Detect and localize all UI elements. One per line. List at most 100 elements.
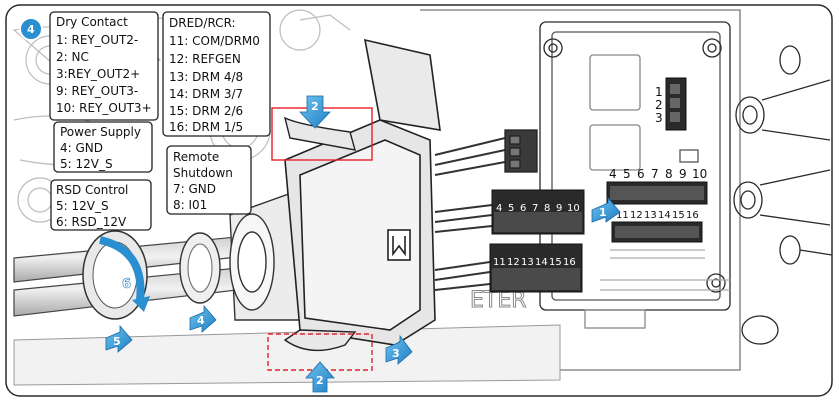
- socket-pin-8: 8: [665, 167, 673, 181]
- lower-terminal-plug: 11 12 13 14 15 16: [434, 243, 583, 293]
- step-arrow-2-top-number: 2: [311, 100, 319, 113]
- plug-pin-10: 10: [567, 203, 580, 214]
- svg-text:14: 14: [658, 210, 671, 221]
- socket-pin-11: 11: [616, 210, 629, 221]
- small-plug: [434, 129, 538, 176]
- step-badge-number: 4: [27, 23, 35, 36]
- step-arrow-3: 3: [385, 334, 413, 365]
- dred-rcr-box: DRED/RCR: 11: COM/DRM0 12: REFGEN 13: DR…: [162, 11, 271, 137]
- remote-shutdown-line-2: 8: I01: [173, 198, 207, 212]
- svg-text:13: 13: [644, 210, 657, 221]
- remote-shutdown-title-2: Shutdown: [173, 166, 233, 180]
- power-supply-line-1: 4: GND: [60, 141, 103, 155]
- plug-pin-13: 13: [521, 257, 534, 268]
- dry-contact-line-5: 10: REY_OUT3+: [56, 101, 152, 115]
- plug-pin-15: 15: [549, 257, 562, 268]
- plug-pin-16: 16: [563, 257, 576, 268]
- svg-text:13: 13: [521, 257, 534, 268]
- dry-contact-line-3: 3:REY_OUT2+: [56, 67, 140, 81]
- dry-contact-line-2: 2: NC: [56, 50, 89, 64]
- cable-nut: [82, 230, 150, 320]
- svg-text:10: 10: [692, 167, 707, 181]
- dry-contact-title: Dry Contact: [56, 15, 128, 29]
- socket-pin-16: 16: [686, 210, 699, 221]
- power-supply-title: Power Supply: [60, 125, 141, 139]
- dry-contact-box: Dry Contact 1: REY_OUT2- 2: NC 3:REY_OUT…: [49, 11, 159, 121]
- dred-rcr-line-6: 16: DRM 1/5: [169, 120, 243, 134]
- svg-text:9: 9: [679, 167, 687, 181]
- svg-text:3: 3: [655, 111, 663, 125]
- plug-pin-6: 6: [520, 203, 526, 214]
- svg-text:15: 15: [672, 210, 685, 221]
- step-arrow-3-number: 3: [392, 347, 400, 360]
- seal-ring: [179, 232, 221, 304]
- remote-shutdown-line-1: 7: GND: [173, 182, 216, 196]
- right-dc-connectors: [733, 45, 833, 345]
- rsd-control-line-2: 6: RSD_12V: [56, 215, 127, 229]
- socket-pin-2: 2: [655, 98, 663, 112]
- step-arrow-4-number: 4: [197, 314, 205, 327]
- dred-rcr-line-4: 14: DRM 3/7: [169, 87, 243, 101]
- svg-text:1: 1: [655, 85, 663, 99]
- dred-rcr-title: DRED/RCR:: [169, 16, 236, 30]
- svg-text:7: 7: [651, 167, 659, 181]
- socket-pin-10: 10: [692, 167, 707, 181]
- upper-terminal-plug: 4 5 6 7 8 9 10: [434, 189, 585, 235]
- plug-pin-12: 12: [507, 257, 520, 268]
- svg-text:15: 15: [549, 257, 562, 268]
- step-arrow-2-bottom: 2: [305, 361, 335, 393]
- dred-rcr-line-5: 15: DRM 2/6: [169, 104, 243, 118]
- power-supply-line-2: 5: 12V_S: [60, 157, 113, 171]
- dred-rcr-line-3: 13: DRM 4/8: [169, 70, 243, 84]
- socket-lower-block: 11 12 13 14 15 16: [610, 210, 705, 259]
- svg-text:12: 12: [507, 257, 520, 268]
- socket-pin-7: 7: [651, 167, 659, 181]
- socket-pin-12: 12: [630, 210, 643, 221]
- svg-text:16: 16: [563, 257, 576, 268]
- step-arrow-1-number: 1: [599, 206, 607, 219]
- rsd-control-title: RSD Control: [56, 183, 128, 197]
- step-arrow-1: 1: [591, 196, 621, 223]
- remote-shutdown-title-1: Remote: [173, 150, 219, 164]
- socket-pin-3: 3: [655, 111, 663, 125]
- step-arrow-2-top: 2: [299, 95, 331, 129]
- plug-pin-14: 14: [535, 257, 548, 268]
- rsd-control-box: RSD Control 5: 12V_S 6: RSD_12V: [50, 179, 152, 231]
- socket-pin-9: 9: [679, 167, 687, 181]
- svg-text:10: 10: [567, 203, 580, 214]
- svg-text:8: 8: [544, 203, 550, 214]
- svg-text:5: 5: [623, 167, 631, 181]
- svg-text:6: 6: [520, 203, 526, 214]
- svg-text:6: 6: [637, 167, 645, 181]
- svg-text:14: 14: [535, 257, 548, 268]
- socket-pin-1: 1: [655, 85, 663, 99]
- dred-rcr-line-2: 12: REFGEN: [169, 52, 241, 66]
- dry-contact-line-1: 1: REY_OUT2-: [56, 33, 138, 47]
- socket-upper-block: 4 5 6 7 8 9 10: [606, 167, 708, 205]
- svg-text:4: 4: [496, 203, 502, 214]
- plug-pin-4: 4: [496, 203, 502, 214]
- rsd-control-line-1: 5: 12V_S: [56, 199, 109, 213]
- plug-pin-9: 9: [556, 203, 562, 214]
- step-arrow-5: 5: [105, 324, 133, 353]
- socket-pin-5: 5: [623, 167, 631, 181]
- step-badge: 4: [19, 17, 43, 41]
- step-arrow-4: 4: [189, 304, 217, 333]
- step-arrow-6-number: 6: [122, 277, 131, 292]
- socket-pin-6: 6: [637, 167, 645, 181]
- inverter-panel: [420, 9, 741, 371]
- socket-pin-13: 13: [644, 210, 657, 221]
- svg-text:5: 5: [508, 203, 514, 214]
- socket-side-block: 1 2 3: [655, 77, 687, 131]
- svg-text:11: 11: [616, 210, 629, 221]
- svg-text:8: 8: [665, 167, 673, 181]
- step-arrow-2-bottom-number: 2: [316, 374, 324, 387]
- plug-pin-11: 11: [493, 257, 506, 268]
- socket-pin-4: 4: [609, 167, 617, 181]
- step-arrow-5-number: 5: [113, 335, 121, 348]
- dry-contact-line-4: 9: REY_OUT3-: [56, 84, 138, 98]
- svg-text:4: 4: [609, 167, 617, 181]
- plug-pin-8: 8: [544, 203, 550, 214]
- svg-text:16: 16: [686, 210, 699, 221]
